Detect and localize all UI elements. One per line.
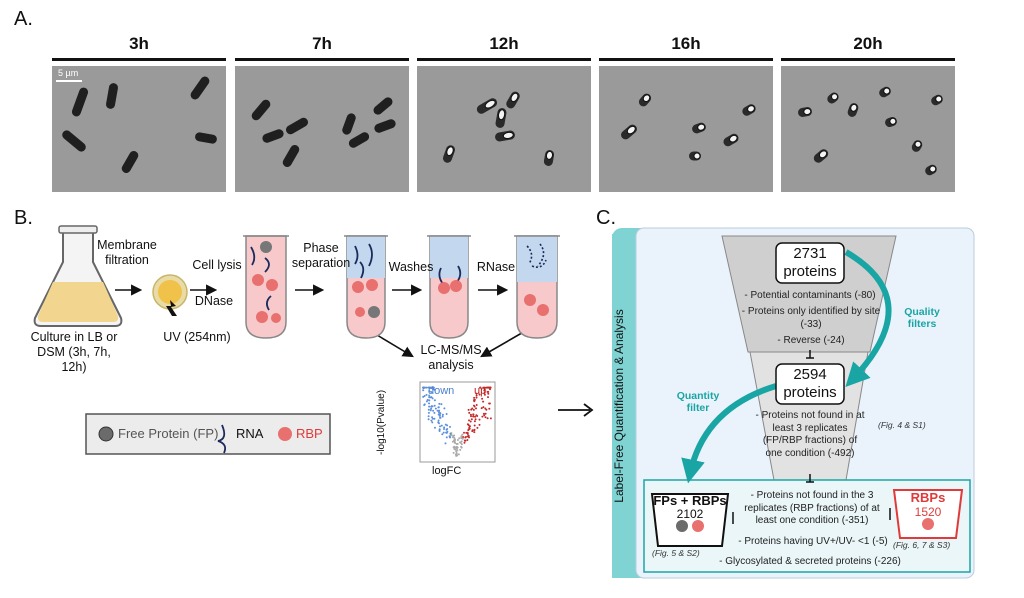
legend-rna: RNA — [236, 426, 264, 441]
filter-site: - Proteins only identified by site (-33) — [741, 306, 881, 330]
tube-lysate-icon — [243, 235, 289, 339]
micrograph-12h — [417, 66, 591, 192]
timepoint-label: 3h — [129, 34, 149, 53]
tube-rnase-icon — [514, 235, 560, 339]
fp-rbp-title: FPs + RBPs — [653, 493, 727, 508]
volcano-plot — [419, 381, 496, 463]
fig-5-ref: (Fig. 5 & S2) — [652, 548, 700, 558]
micrograph-3h — [52, 66, 226, 192]
volcano-xlabel: logFC — [432, 465, 462, 477]
box1-unit: proteins — [783, 263, 837, 280]
timepoint-bar — [599, 58, 773, 61]
step-membrane-filtration: Membrane filtration — [97, 238, 157, 267]
step-dnase: DNase — [194, 294, 234, 308]
step-cell-lysis: Cell lysis — [192, 258, 242, 272]
step-lcms: LC-MS/MS analysis — [420, 343, 482, 372]
micrograph-20h — [781, 66, 955, 192]
volcano-up-label: up — [474, 385, 487, 397]
quantity-filter-label: Quantity filter — [676, 390, 720, 414]
step-phase-separation: Phase separation — [291, 241, 351, 270]
rna-icon — [217, 424, 227, 454]
filter-rbp-replicates: - Proteins not found in the 3 replicates… — [744, 490, 880, 526]
panel-c-letter: C. — [596, 207, 616, 229]
fig-4-ref: (Fig. 4 & S1) — [878, 420, 926, 430]
timepoint-bar — [781, 58, 955, 61]
timepoint-label: 20h — [853, 34, 883, 53]
rbps-value: 1520 — [914, 505, 942, 519]
filter-uv-ratio: - Proteins having UV+/UV- <1 (-5) — [738, 536, 888, 547]
scale-bar — [56, 80, 82, 82]
filter-reverse: - Reverse (-24) — [777, 335, 845, 346]
micrograph-16h — [599, 66, 773, 192]
box2-unit: proteins — [783, 384, 837, 401]
rbps-title: RBPs — [910, 490, 946, 505]
workflow-diagram — [33, 225, 560, 463]
panel-b-letter: B. — [14, 207, 33, 229]
box1-value: 2731 — [793, 245, 827, 262]
b-to-c-arrow — [558, 403, 594, 417]
lfq-side-label: Label-Free Quantification & Analysis — [612, 309, 626, 503]
tube-washes-icon — [427, 235, 471, 339]
scale-bar-label: 5 µm — [58, 68, 79, 78]
quality-filters-label: Quality filters — [904, 306, 940, 330]
tube-phase-separation-icon — [344, 235, 388, 339]
micrograph-7h — [235, 66, 409, 192]
flask-icon — [33, 225, 123, 327]
fp-rbp-value: 2102 — [676, 507, 704, 521]
timepoint-bar — [52, 58, 226, 61]
step-uv: UV (254nm) — [163, 330, 231, 344]
step-washes: Washes — [388, 260, 434, 274]
free-protein-icon — [98, 426, 114, 442]
timepoint-label: 16h — [671, 34, 701, 53]
timepoint-bar — [235, 58, 409, 61]
rbp-icon — [278, 427, 292, 441]
filter-disc-icon — [152, 274, 188, 316]
culture-label: Culture in LB or DSM (3h, 7h, 12h) — [30, 330, 118, 374]
legend-free-protein: Free Protein (FP) — [118, 426, 219, 441]
step-rnase: RNase — [476, 260, 516, 274]
filter-contaminants: - Potential contaminants (-80) — [744, 290, 876, 301]
volcano-down-label: down — [428, 385, 455, 397]
timepoint-label: 12h — [489, 34, 519, 53]
box2-value: 2594 — [793, 366, 827, 383]
fig-6-ref: (Fig. 6, 7 & S3) — [893, 540, 951, 550]
timepoint-bar — [417, 58, 591, 61]
panel-a-letter: A. — [14, 8, 33, 30]
filter-glycosylated: - Glycosylated & secreted proteins (-226… — [719, 556, 901, 567]
legend-rbp: RBP — [296, 426, 323, 441]
filter-replicates: - Proteins not found in at least 3 repli… — [755, 410, 865, 459]
timepoint-label: 7h — [312, 34, 332, 53]
